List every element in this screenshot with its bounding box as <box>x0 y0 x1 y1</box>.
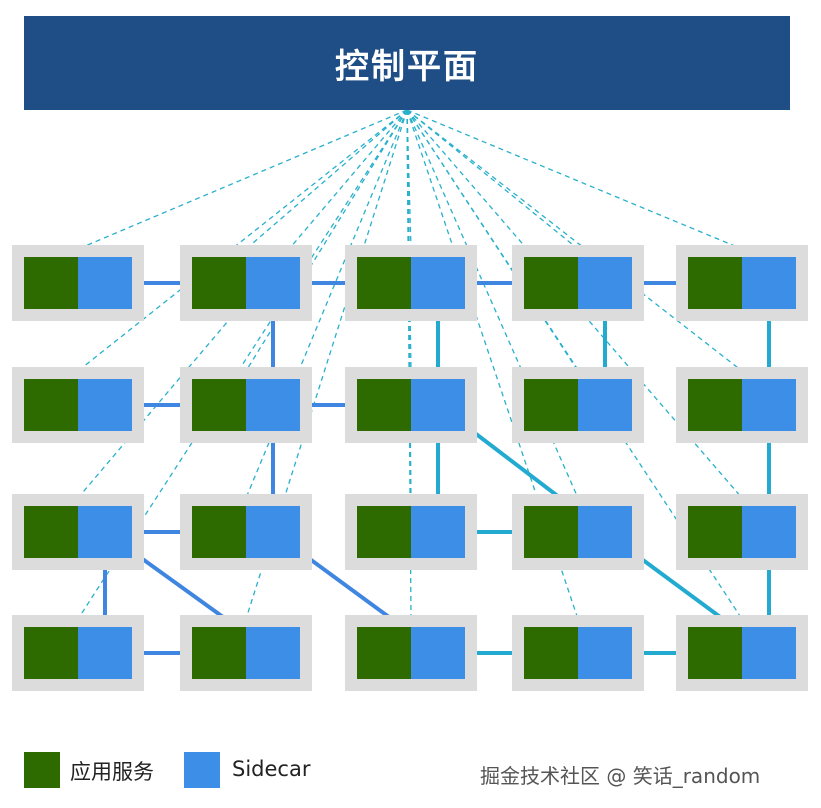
control-link-1-1 <box>245 109 408 372</box>
sidecar-block <box>742 627 796 679</box>
control-link-0-0 <box>77 109 408 250</box>
app-service-block <box>357 506 411 558</box>
app-service-block <box>357 257 411 309</box>
app-service-block <box>524 379 578 431</box>
control-plane-label: 控制平面 <box>335 46 479 87</box>
pod-3-1 <box>180 615 312 691</box>
pod-3-0 <box>12 615 144 691</box>
app-service-block <box>688 379 742 431</box>
legend-app-service-label: 应用服务 <box>70 760 154 784</box>
pod-2-2 <box>345 494 477 570</box>
sidecar-block <box>78 627 132 679</box>
sidecar-block <box>411 257 465 309</box>
sidecar-block <box>578 257 632 309</box>
sidecar-block <box>578 627 632 679</box>
pod-3-3 <box>512 615 644 691</box>
pod-1-1 <box>180 367 312 443</box>
app-service-block <box>24 257 78 309</box>
control-link-1-2 <box>406 109 412 372</box>
pod-2-0 <box>12 494 144 570</box>
sidecar-block <box>246 379 300 431</box>
app-service-block <box>357 627 411 679</box>
sidecar-block <box>78 506 132 558</box>
pod-0-2 <box>345 245 477 321</box>
pod-0-1 <box>180 245 312 321</box>
pod-0-4 <box>676 245 808 321</box>
sidecar-block <box>246 257 300 309</box>
sidecar-block <box>78 257 132 309</box>
app-service-block <box>524 627 578 679</box>
pod-1-3 <box>512 367 644 443</box>
pod-0-0 <box>12 245 144 321</box>
sidecar-block <box>246 506 300 558</box>
pod-3-4 <box>676 615 808 691</box>
control-link-1-0 <box>77 109 408 372</box>
app-service-block <box>24 379 78 431</box>
control-link-0-4 <box>406 109 743 250</box>
app-service-block <box>688 627 742 679</box>
sidecar-block <box>78 379 132 431</box>
sidecar-block <box>578 379 632 431</box>
pod-2-3 <box>512 494 644 570</box>
app-service-block <box>524 257 578 309</box>
pod-0-3 <box>512 245 644 321</box>
pod-1-0 <box>12 367 144 443</box>
sidecar-block <box>411 506 465 558</box>
control-plane-box: 控制平面 <box>24 16 790 110</box>
control-link-2-1 <box>245 109 408 499</box>
pod-1-2 <box>345 367 477 443</box>
app-service-block <box>24 627 78 679</box>
sidecar-block <box>742 379 796 431</box>
app-service-block <box>688 257 742 309</box>
sidecar-block <box>742 257 796 309</box>
control-link-1-4 <box>406 109 743 372</box>
sidecar-block <box>742 506 796 558</box>
sidecar-block <box>411 627 465 679</box>
control-link-0-1 <box>245 109 408 250</box>
control-link-0-3 <box>406 109 579 250</box>
pod-3-2 <box>345 615 477 691</box>
sidecar-block <box>578 506 632 558</box>
sidecar-block <box>411 379 465 431</box>
app-service-block <box>192 506 246 558</box>
app-service-block <box>524 506 578 558</box>
app-service-block <box>688 506 742 558</box>
app-service-block <box>24 506 78 558</box>
mesh-links <box>103 281 771 655</box>
pod-1-4 <box>676 367 808 443</box>
legend-app-service-swatch <box>24 752 60 788</box>
watermark-text: 掘金技术社区 @ 笑话_random <box>480 764 761 788</box>
app-service-block <box>357 379 411 431</box>
app-service-block <box>192 627 246 679</box>
app-service-block <box>192 257 246 309</box>
legend-sidecar-swatch <box>184 752 220 788</box>
app-service-block <box>192 379 246 431</box>
legend-sidecar-label: Sidecar <box>232 757 311 781</box>
pod-2-1 <box>180 494 312 570</box>
pod-2-4 <box>676 494 808 570</box>
pods <box>12 245 808 691</box>
sidecar-block <box>246 627 300 679</box>
